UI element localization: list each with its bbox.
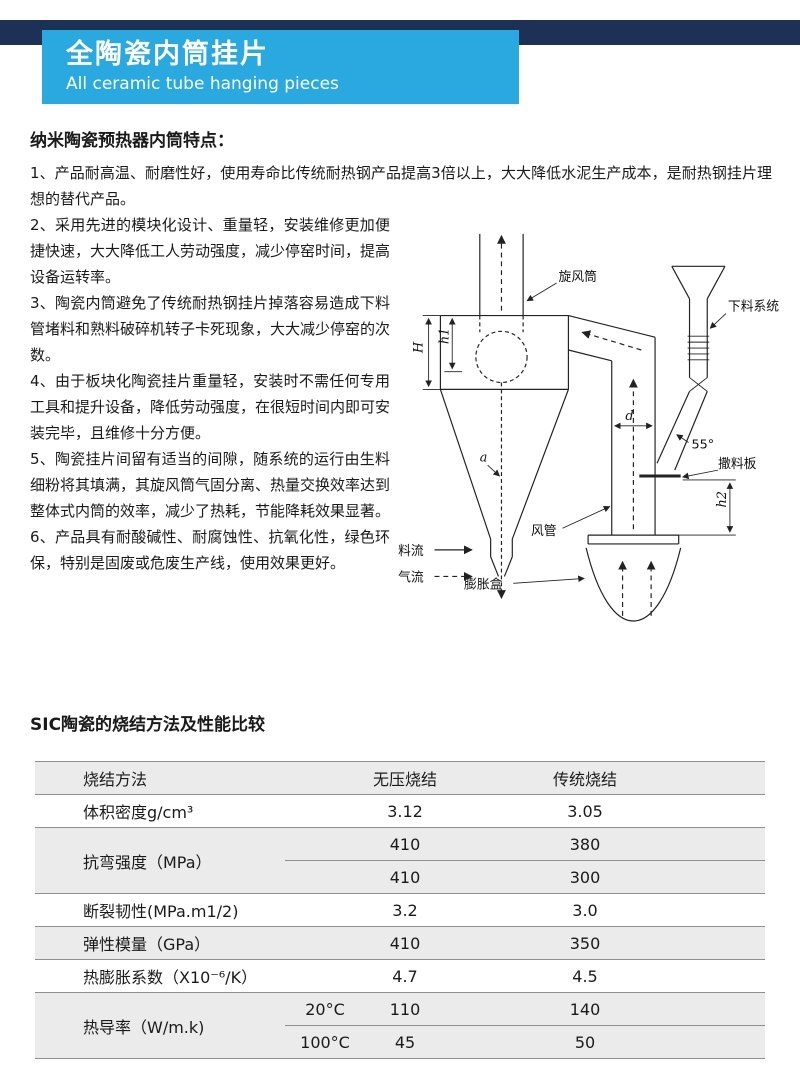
expansion-box-label: 膨胀盒 bbox=[464, 576, 503, 592]
feature-item-3: 3、陶瓷内筒避免了传统耐热钢挂片掉落容易造成下料管堵料和熟料破碎机转子卡死现象，… bbox=[30, 294, 391, 364]
expansion-dish bbox=[585, 547, 682, 622]
page-title: 全陶瓷内筒挂片 bbox=[66, 39, 269, 70]
feed-system-leader bbox=[709, 313, 727, 329]
features-columns: 2、采用先进的模块化设计、重量轻，安装维修更加便捷快速，大大降低工人劳动强度，减… bbox=[30, 212, 779, 670]
angle-leader bbox=[676, 434, 689, 443]
table-section: SIC陶瓷的烧结方法及性能比较 烧结方法 无压烧结 传统烧结 体积密度g/cm³… bbox=[30, 710, 770, 1059]
table-row: 410 300 bbox=[35, 860, 765, 894]
row-toughness-v1: 3.2 bbox=[365, 893, 445, 927]
dim-h2-label: h2 bbox=[715, 491, 730, 507]
spreader-plate-leader bbox=[681, 469, 719, 480]
cyclone-body bbox=[439, 314, 570, 390]
cyclone-cone bbox=[439, 389, 569, 540]
air-flow-label: 气流 bbox=[398, 569, 424, 585]
cyclone-leader bbox=[526, 282, 557, 302]
row-modulus-name: 弹性模量（GPa） bbox=[35, 926, 285, 960]
spreader-plate-label: 撒料板 bbox=[718, 456, 757, 472]
row-conductivity-l2-temp: 100°C bbox=[285, 1025, 365, 1059]
header-banner: 全陶瓷内筒挂片 All ceramic tube hanging pieces bbox=[42, 30, 519, 104]
table-row: 抗弯强度（MPa） 410 380 bbox=[35, 827, 765, 894]
sintering-comparison-table: 烧结方法 无压烧结 传统烧结 体积密度g/cm³ 3.12 3.05 抗弯强度（… bbox=[35, 761, 765, 1059]
row-conductivity-l1-v2: 140 bbox=[445, 992, 725, 1026]
dim-H-label: H bbox=[412, 341, 427, 354]
inlet-duct bbox=[568, 314, 656, 362]
row-bending-l2-v1: 410 bbox=[365, 860, 445, 894]
header-traditional: 传统烧结 bbox=[445, 761, 725, 795]
row-modulus-v1: 410 bbox=[365, 926, 445, 960]
row-bending-l2-v2: 300 bbox=[445, 860, 725, 894]
duct-air-arrow bbox=[581, 330, 642, 351]
wind-pipe-label: 风管 bbox=[531, 524, 557, 539]
feed-funnel bbox=[671, 265, 726, 300]
header-method: 烧结方法 bbox=[35, 761, 285, 795]
cyclone-diagram: a H h1 d bbox=[398, 233, 779, 622]
riser-duct bbox=[611, 337, 656, 536]
wind-pipe-leader bbox=[562, 506, 611, 529]
features-section: 纳米陶瓷预热器内筒特点： 1、产品耐高温、耐磨性好，使用寿命比传统耐热钢产品提高… bbox=[30, 126, 779, 670]
inner-tube-dashed bbox=[479, 315, 524, 333]
dim-a-label: a bbox=[480, 450, 488, 465]
feature-item-6: 6、产品具有耐酸碱性、耐腐蚀性、抗氧化性，绿色环保，特别是固废或危废生产线，使用… bbox=[30, 528, 390, 572]
table-header-row: 烧结方法 无压烧结 传统烧结 bbox=[35, 761, 765, 795]
row-bending-l1-v1: 410 bbox=[365, 827, 445, 861]
row-modulus-v2: 350 bbox=[445, 926, 725, 960]
row-expansion-v2: 4.5 bbox=[445, 959, 725, 993]
row-conductivity-l1-v1: 110 bbox=[365, 992, 445, 1026]
feature-item-5: 5、陶瓷挂片间留有适当的间隙，随系统的运行由生料细粉将其填满，其旋风筒气固分离、… bbox=[30, 450, 391, 520]
cyclone-label: 旋风筒 bbox=[559, 269, 598, 285]
row-expansion-name: 热膨胀系数（X10⁻⁶/K） bbox=[35, 959, 285, 993]
feature-item-1: 1、产品耐高温、耐磨性好，使用寿命比传统耐热钢产品提高3倍以上，大大降低水泥生产… bbox=[30, 164, 772, 208]
dim-d-label: d bbox=[625, 409, 633, 424]
feature-item-2: 2、采用先进的模块化设计、重量轻，安装维修更加便捷快速，大大降低工人劳动强度，减… bbox=[30, 216, 391, 286]
dim-h1-label: h1 bbox=[437, 328, 452, 344]
dim-a-leader bbox=[487, 464, 500, 477]
table-row: 热导率（W/m.k) 20°C 110 140 bbox=[35, 992, 765, 1059]
feature-item-4: 4、由于板块化陶瓷挂片重量轻，安装时不需任何专用工具和提升设备，降低劳动强度，在… bbox=[30, 372, 391, 442]
row-bending-l1-v2: 380 bbox=[445, 827, 725, 861]
feed-pipe bbox=[688, 298, 708, 378]
page-subtitle: All ceramic tube hanging pieces bbox=[66, 73, 339, 94]
table-title: SIC陶瓷的烧结方法及性能比较 bbox=[30, 715, 266, 735]
cone-tip bbox=[490, 539, 513, 577]
table-row: 热膨胀系数（X10⁻⁶/K） 4.7 4.5 bbox=[35, 959, 765, 993]
material-flow-label: 料流 bbox=[398, 544, 424, 559]
feed-pipe-joint bbox=[689, 377, 708, 392]
row-expansion-v1: 4.7 bbox=[365, 959, 445, 993]
cyclone-top-pipe bbox=[479, 233, 524, 316]
row-density-v1: 3.12 bbox=[365, 794, 445, 828]
feed-pipe-ribs bbox=[687, 335, 710, 361]
angled-chute bbox=[656, 391, 708, 471]
row-conductivity-l1-temp: 20°C bbox=[285, 992, 365, 1026]
row-toughness-v2: 3.0 bbox=[445, 893, 725, 927]
row-conductivity-name: 热导率（W/m.k) bbox=[35, 992, 285, 1059]
inner-tube-circle bbox=[475, 330, 528, 384]
row-density-name: 体积密度g/cm³ bbox=[35, 794, 285, 828]
expansion-box-leader bbox=[513, 575, 585, 584]
features-heading: 纳米陶瓷预热器内筒特点： bbox=[30, 131, 234, 151]
expansion-flange bbox=[587, 534, 680, 545]
row-density-v2: 3.05 bbox=[445, 794, 725, 828]
row-conductivity-l2-v1: 45 bbox=[365, 1025, 445, 1059]
angle-label: 55° bbox=[691, 437, 714, 452]
row-bending-name: 抗弯强度（MPa） bbox=[35, 827, 285, 894]
row-toughness-name: 断裂韧性(MPa.m1/2) bbox=[35, 893, 285, 927]
row-conductivity-l2-v2: 50 bbox=[445, 1025, 725, 1059]
header-spacer bbox=[285, 761, 365, 795]
table-row: 体积密度g/cm³ 3.12 3.05 bbox=[35, 794, 765, 828]
feed-system-label: 下料系统 bbox=[728, 300, 779, 315]
table-row: 弹性模量（GPa） 410 350 bbox=[35, 926, 765, 960]
table-row: 断裂韧性(MPa.m1/2) 3.2 3.0 bbox=[35, 893, 765, 927]
table-row: 100°C 45 50 bbox=[35, 1025, 765, 1059]
diagram-column: a H h1 d bbox=[390, 212, 779, 670]
features-text-column: 2、采用先进的模块化设计、重量轻，安装维修更加便捷快速，大大降低工人劳动强度，减… bbox=[30, 212, 390, 576]
header-pressureless: 无压烧结 bbox=[365, 761, 445, 795]
dim-extension-lines bbox=[422, 315, 463, 390]
